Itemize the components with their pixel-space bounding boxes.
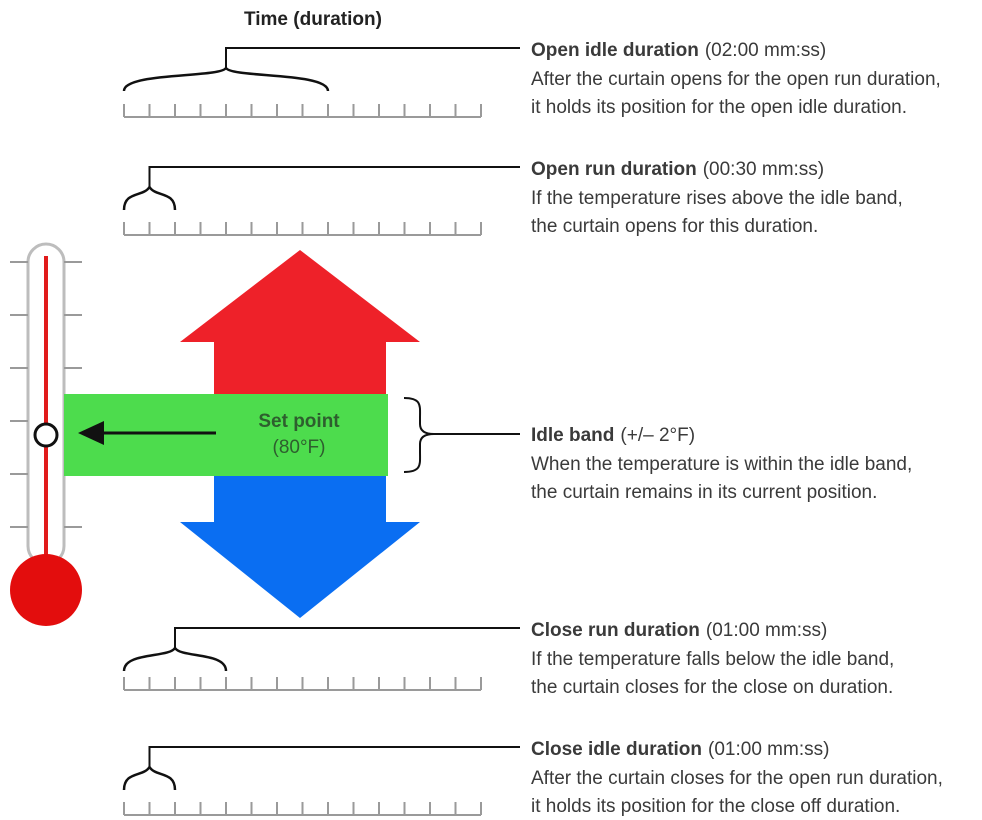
annotation-value: (01:00 mm:ss) (708, 739, 829, 760)
duration-leader (174, 627, 520, 648)
time-duration-title: Time (duration) (244, 9, 382, 30)
svg-text:Close idle duration(01:00 mm:s: Close idle duration (01:00 mm:ss) (531, 739, 829, 760)
annotation-title: Close run duration (531, 620, 700, 641)
annotation-value: (+/– 2°F) (620, 425, 695, 446)
annotation-value: (01:00 mm:ss) (706, 620, 827, 641)
annotation-close-idle: Close idle duration (01:00 mm:ss) After t… (531, 739, 943, 817)
annotation-value: (00:30 mm:ss) (703, 159, 824, 180)
thermometer-icon (10, 242, 82, 626)
thermometer-bulb (10, 554, 82, 626)
setpoint-value: (80°F) (273, 437, 326, 458)
annotation-line: it holds its position for the open idle … (531, 97, 907, 118)
left-arrow-icon (78, 421, 216, 445)
svg-text:Open idle duration(02:00 mm:ss: Open idle duration (02:00 mm:ss) (531, 40, 826, 61)
annotation-title: Idle band (531, 425, 614, 446)
setpoint-label: Set point (258, 411, 340, 432)
annotation-line: it holds its position for the close off … (531, 796, 900, 817)
down-arrow-icon (180, 476, 420, 618)
duration-leader (225, 47, 520, 68)
annotation-open-run: Open run duration (00:30 mm:ss) If the te… (531, 159, 903, 237)
annotation-line: If the temperature falls below the idle … (531, 649, 894, 670)
svg-text:Open run duration(00:30 mm:ss): Open run duration (00:30 mm:ss) (531, 159, 824, 180)
timeline (122, 746, 520, 816)
duration-brace (122, 65, 330, 92)
duration-brace (122, 184, 177, 211)
annotation-line: When the temperature is within the idle … (531, 454, 912, 475)
svg-text:Close run duration(01:00 mm:ss: Close run duration (01:00 mm:ss) (531, 620, 827, 641)
timeline (122, 166, 520, 236)
svg-text:Idle band(+/– 2°F): Idle band (+/– 2°F) (531, 425, 695, 446)
annotation-line: After the curtain closes for the open ru… (531, 768, 943, 789)
annotation-idle-band: Idle band (+/– 2°F) When the temperature … (531, 425, 912, 503)
up-arrow-icon (180, 250, 420, 394)
idle-band (64, 394, 388, 476)
timeline (122, 47, 520, 118)
idle-band-brace (403, 397, 435, 473)
annotation-value: (02:00 mm:ss) (705, 40, 826, 61)
duration-leader (148, 166, 520, 187)
annotation-line: the curtain opens for this duration. (531, 216, 818, 237)
annotation-line: If the temperature rises above the idle … (531, 188, 903, 209)
annotation-close-run: Close run duration (01:00 mm:ss) If the t… (531, 620, 894, 698)
annotation-title: Close idle duration (531, 739, 702, 760)
annotation-open-idle: Open idle duration (02:00 mm:ss) After th… (531, 40, 941, 118)
annotation-line: the curtain remains in its current posit… (531, 482, 877, 503)
duration-leader (148, 746, 520, 767)
annotation-title: Open run duration (531, 159, 697, 180)
duration-brace (122, 764, 177, 791)
timeline (122, 627, 520, 691)
duration-brace (122, 645, 228, 672)
annotation-title: Open idle duration (531, 40, 699, 61)
temperature-indicator (33, 422, 59, 448)
annotation-line: the curtain closes for the close on dura… (531, 677, 893, 698)
timelines (122, 47, 520, 816)
annotation-line: After the curtain opens for the open run… (531, 69, 941, 90)
